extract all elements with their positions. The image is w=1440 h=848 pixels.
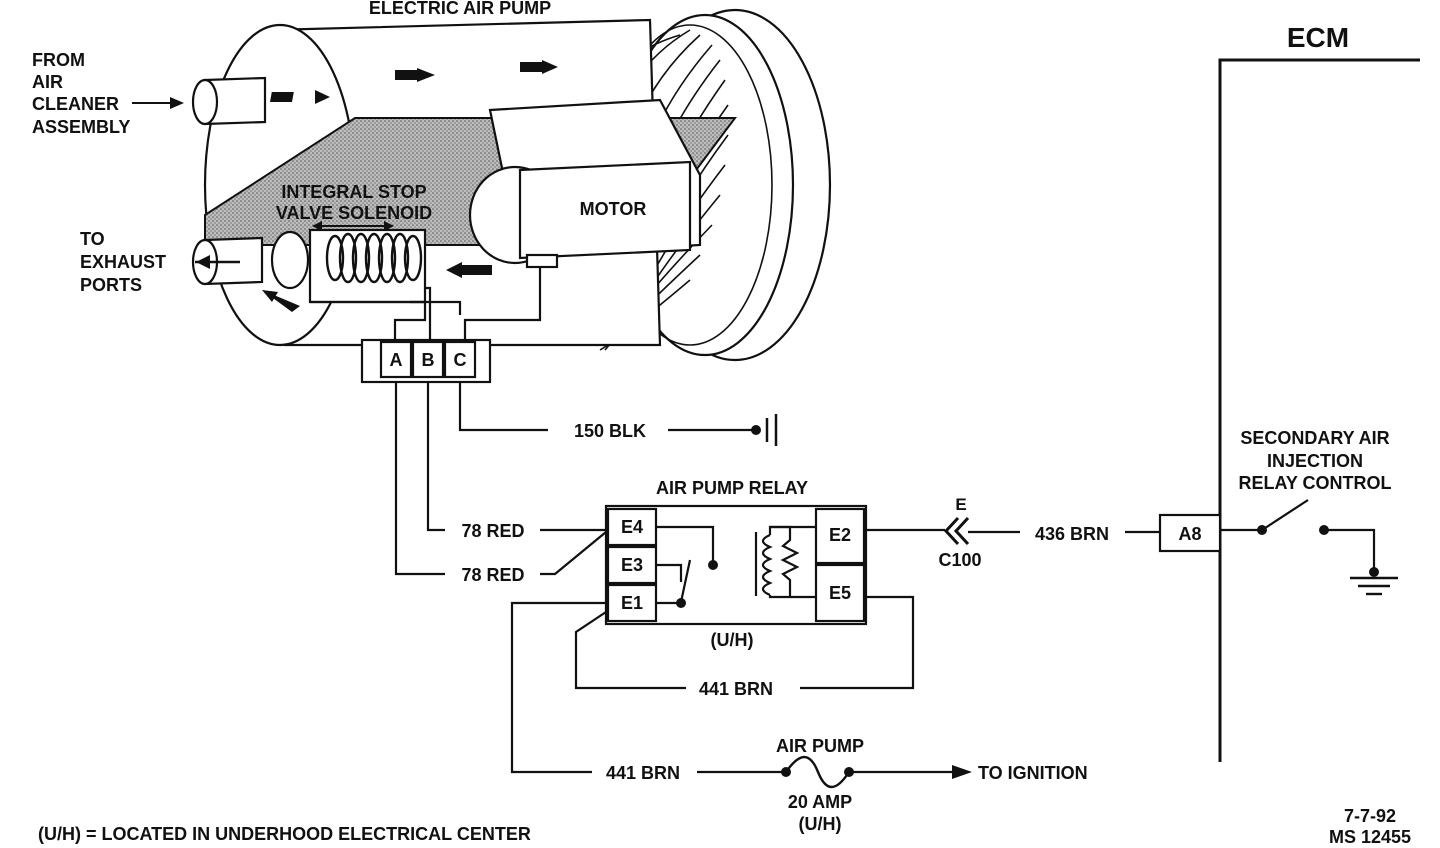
inlet-tube-end (191, 78, 219, 126)
svg-text:PORTS: PORTS (80, 275, 142, 295)
electric-air-pump-assembly: A B C (191, 8, 832, 384)
svg-text:EXHAUST: EXHAUST (80, 252, 166, 272)
relay-uh-label: (U/H) (711, 630, 754, 650)
drawing-number: MS 12455 (1329, 827, 1411, 847)
integral-stop-valve-label: INTEGRAL STOP VALVE SOLENOID (276, 182, 432, 223)
motor-housing (518, 160, 692, 260)
ecm-relay-control-switch (1220, 499, 1376, 570)
ground-connection-dot (751, 425, 761, 435)
svg-text:FROM: FROM (32, 50, 85, 70)
ground-symbol-c (765, 414, 778, 446)
to-ignition-arrow (952, 765, 972, 779)
inlet-arrow-head (170, 97, 184, 109)
wire-150-blk-label: 150 BLK (574, 421, 646, 441)
pump-wires (394, 382, 754, 576)
e5-label: E5 (829, 583, 851, 603)
relay-wiring (510, 528, 1160, 774)
fuse-symbol (781, 755, 854, 789)
solenoid-valve (270, 221, 427, 304)
relay-terminal-e3 (606, 545, 658, 585)
svg-text:ASSEMBLY: ASSEMBLY (32, 117, 130, 137)
c100-label: C100 (938, 550, 981, 570)
fuse-rating-label: 20 AMP (788, 792, 852, 812)
wire-78-red-top-label: 78 RED (461, 521, 524, 541)
svg-text:INJECTION: INJECTION (1267, 451, 1363, 471)
ecm-boundary (1218, 58, 1420, 762)
relay-terminal-e1 (606, 583, 658, 623)
to-ignition-label: TO IGNITION (978, 763, 1088, 783)
motor-terminal (525, 253, 559, 269)
wire-441-brn-bottom-label: 441 BRN (606, 763, 680, 783)
ecm-ground-symbol (1350, 567, 1398, 596)
relay-terminal-e5 (814, 563, 866, 623)
e1-label: E1 (621, 593, 643, 613)
e4-label: E4 (621, 517, 643, 537)
air-flow-arrows (195, 60, 558, 312)
air-pump-relay: E4 E3 E1 E2 E5 (604, 504, 868, 626)
from-air-cleaner-label: FROM AIR CLEANER ASSEMBLY (32, 50, 130, 137)
uh-legend: (U/H) = LOCATED IN UNDERHOOD ELECTRICAL … (38, 824, 531, 844)
motor-label: MOTOR (580, 199, 647, 219)
to-exhaust-label: TO EXHAUST PORTS (80, 229, 166, 295)
pin-a-label: A (390, 350, 403, 370)
svg-text:RELAY CONTROL: RELAY CONTROL (1238, 473, 1391, 493)
a8-label: A8 (1178, 524, 1201, 544)
svg-text:INTEGRAL STOP: INTEGRAL STOP (281, 182, 426, 202)
secondary-air-injection-label: SECONDARY AIR INJECTION RELAY CONTROL (1238, 428, 1391, 493)
svg-text:AIR: AIR (32, 72, 63, 92)
diagram-date: 7-7-92 (1344, 806, 1396, 826)
relay-terminal-e2 (814, 507, 866, 565)
svg-text:SECONDARY AIR: SECONDARY AIR (1240, 428, 1389, 448)
svg-text:VALVE SOLENOID: VALVE SOLENOID (276, 203, 432, 223)
fuse-uh-label: (U/H) (799, 814, 842, 834)
fuse-name-label: AIR PUMP (776, 736, 864, 756)
e2-label: E2 (829, 525, 851, 545)
svg-text:CLEANER: CLEANER (32, 94, 119, 114)
connector-e-label: E (955, 495, 966, 514)
pin-c-label: C (454, 350, 467, 370)
wire-436-brn-label: 436 BRN (1035, 524, 1109, 544)
relay-coil (754, 525, 816, 599)
e3-label: E3 (621, 555, 643, 575)
electric-air-pump-label: ELECTRIC AIR PUMP (369, 0, 551, 18)
svg-text:TO: TO (80, 229, 105, 249)
ecm-label: ECM (1287, 22, 1349, 53)
pin-b-label: B (422, 350, 435, 370)
c100-connector (943, 516, 970, 546)
internal-wiring (310, 267, 542, 345)
relay-terminal-e4 (606, 507, 658, 547)
pump-connector: A B C (360, 338, 492, 384)
wire-441-brn-loop-label: 441 BRN (699, 679, 773, 699)
a8-terminal (1158, 513, 1222, 553)
air-pump-relay-label: AIR PUMP RELAY (656, 478, 808, 498)
wire-78-red-bottom-label: 78 RED (461, 565, 524, 585)
